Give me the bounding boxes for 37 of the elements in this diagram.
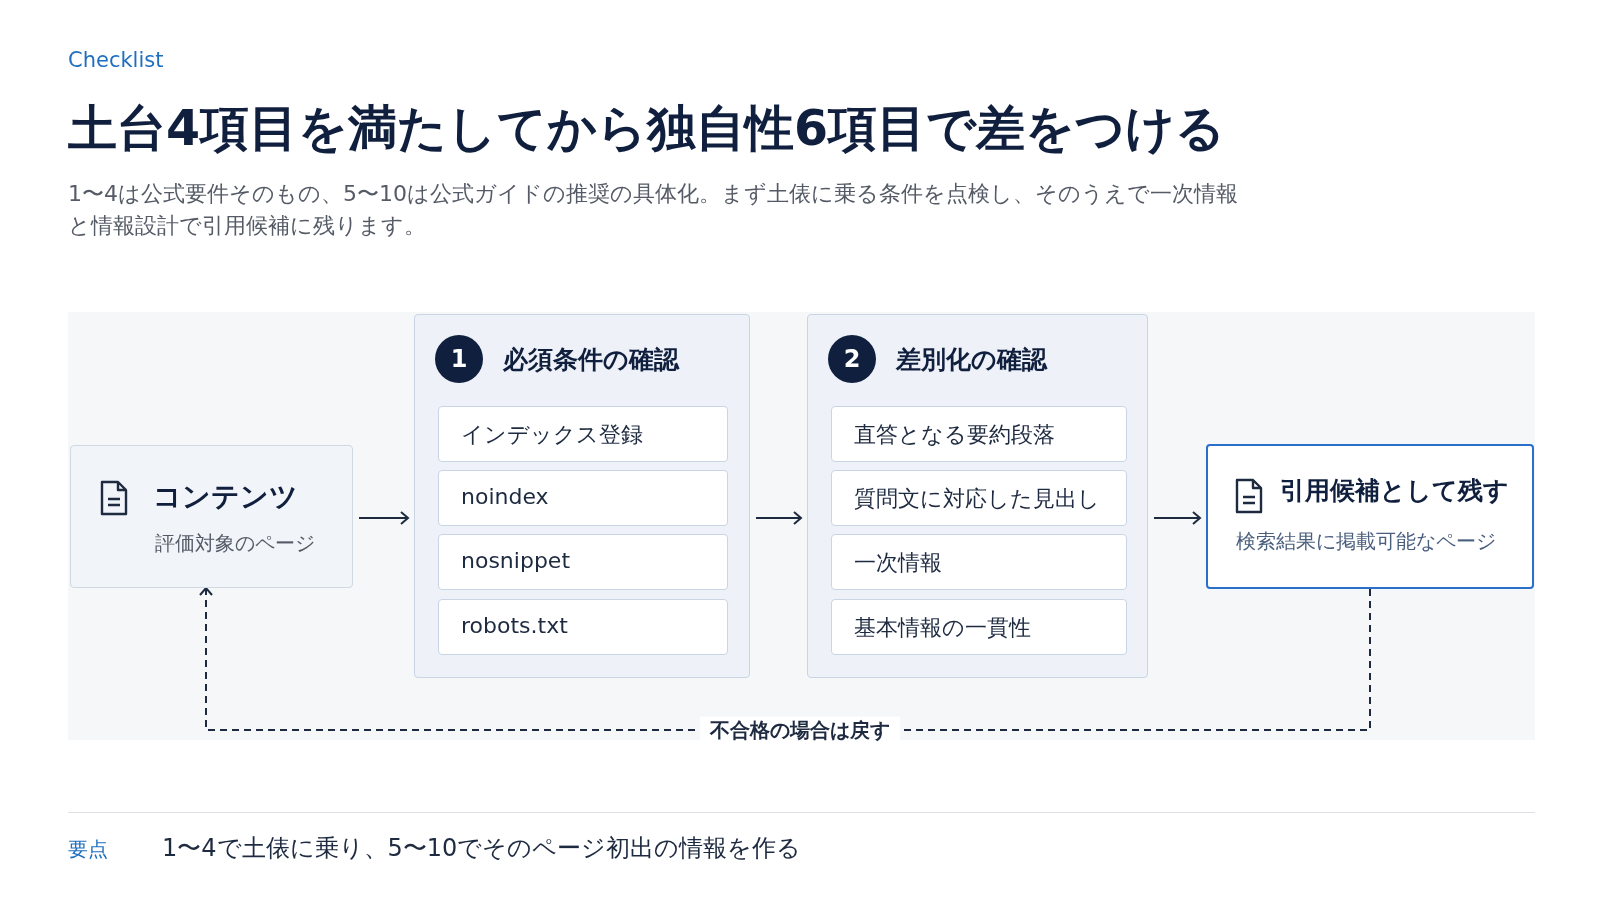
step-panel <box>414 314 750 678</box>
card-subtext: 検索結果に掲載可能なページ <box>1236 528 1496 555</box>
checklist-item <box>438 534 728 590</box>
item-text: インデックス登録 <box>461 421 643 449</box>
checklist-item <box>438 599 728 655</box>
section-label: Checklist <box>68 48 164 72</box>
checklist-item <box>831 599 1127 655</box>
summary-text: 1〜4で土俵に乗り、5〜10でそのページ初出の情報を作る <box>162 833 802 864</box>
checklist-item <box>831 470 1127 526</box>
subtitle: 1〜4は公式要件そのもの、5〜10は公式ガイドの推奨の具体化。まず土俵に乗る条件を点検し、そのうえで一次情報と情報設計で引用候補に残ります。 <box>68 180 1239 240</box>
card-heading: 引用候補として残す <box>1280 475 1509 507</box>
checklist-item <box>438 406 728 462</box>
item-text: 一次情報 <box>854 549 942 577</box>
step-panel <box>807 314 1148 678</box>
title: 土台4項目を満たしてから独自性6項目で差をつける <box>68 99 1226 159</box>
checklist-item <box>831 534 1127 590</box>
panel-heading: 差別化の確認 <box>896 344 1047 376</box>
arrow <box>358 511 409 525</box>
checklist-item <box>831 406 1127 462</box>
content-card <box>1206 444 1534 589</box>
card-heading: コンテンツ <box>153 479 298 515</box>
item-text: noindex <box>461 484 549 509</box>
summary-heading: 要点 <box>68 836 108 863</box>
arrow <box>755 511 802 525</box>
card-subtext: 評価対象のページ <box>155 530 315 557</box>
item-text: 基本情報の一貫性 <box>854 614 1031 642</box>
number-badge: 1 <box>435 335 483 383</box>
panel-heading: 必須条件の確認 <box>503 344 679 376</box>
item-text: 直答となる要約段落 <box>854 421 1055 449</box>
item-text: 質問文に対応した見出し <box>854 485 1100 513</box>
arrow <box>1153 511 1201 525</box>
item-text: nosnippet <box>461 548 570 573</box>
number-badge: 2 <box>828 335 876 383</box>
item-text: robots.txt <box>461 613 568 638</box>
edge-label: 不合格の場合は戻す <box>700 716 900 744</box>
checklist-item <box>438 470 728 526</box>
content-card <box>70 445 353 588</box>
